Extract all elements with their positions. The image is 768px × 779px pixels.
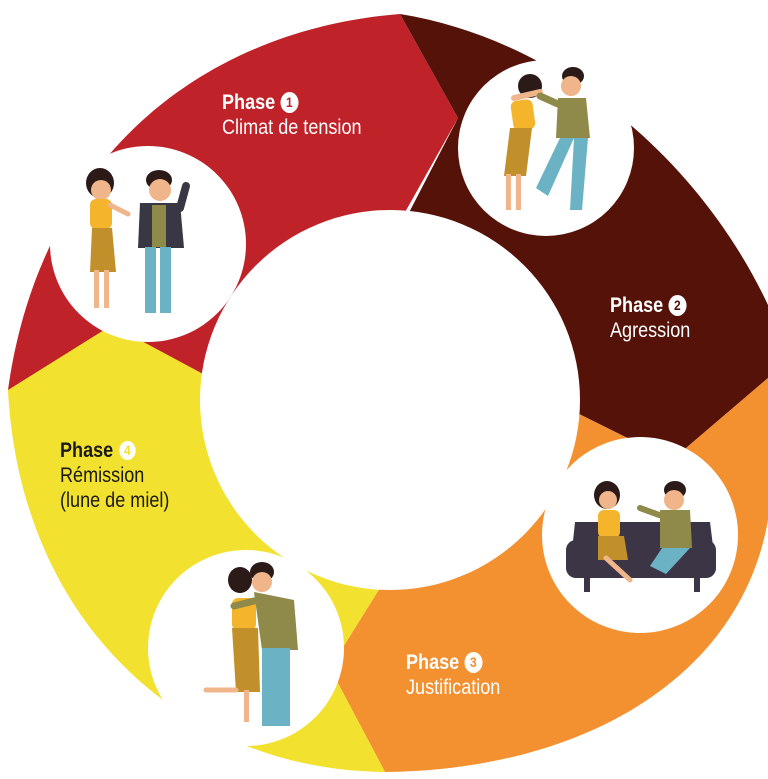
- phase-1-number-badge: 1: [280, 92, 299, 113]
- illustration-phase-4: [148, 550, 344, 746]
- phase-2-label: Phase 2 Agression: [610, 293, 690, 343]
- phase-1-title-row: Phase 1: [222, 90, 362, 115]
- phase-2-title-row: Phase 2: [610, 293, 690, 318]
- phase-4-title: Phase: [60, 439, 114, 462]
- phase-1-label: Phase 1 Climat de tension: [222, 90, 362, 140]
- phase-3-description: Justification: [406, 676, 501, 699]
- phase-1-description: Climat de tension: [222, 116, 362, 139]
- phase-3-title: Phase: [406, 651, 460, 674]
- phase-4-title-row: Phase 4: [60, 438, 169, 463]
- phase-1-title: Phase: [222, 91, 276, 114]
- phase-4-label: Phase 4 Rémission (lune de miel): [60, 438, 169, 513]
- phase-4-number-badge: 4: [118, 440, 137, 461]
- phase-2-title: Phase: [610, 294, 664, 317]
- phase-3-label: Phase 3 Justification: [406, 650, 500, 700]
- illustration-phase-1: [50, 146, 246, 342]
- illustration-phase-2: [458, 60, 634, 236]
- phase-2-number-badge: 2: [668, 295, 687, 316]
- illustration-phase-3: [542, 437, 738, 633]
- phase-2-description: Agression: [610, 319, 691, 342]
- phase-3-number-badge: 3: [464, 652, 483, 673]
- phase-3-title-row: Phase 3: [406, 650, 500, 675]
- phase-4-description-line-1: Rémission: [60, 464, 145, 487]
- ring-center: [200, 210, 580, 590]
- phase-4-description-line-2: (lune de miel): [60, 489, 170, 512]
